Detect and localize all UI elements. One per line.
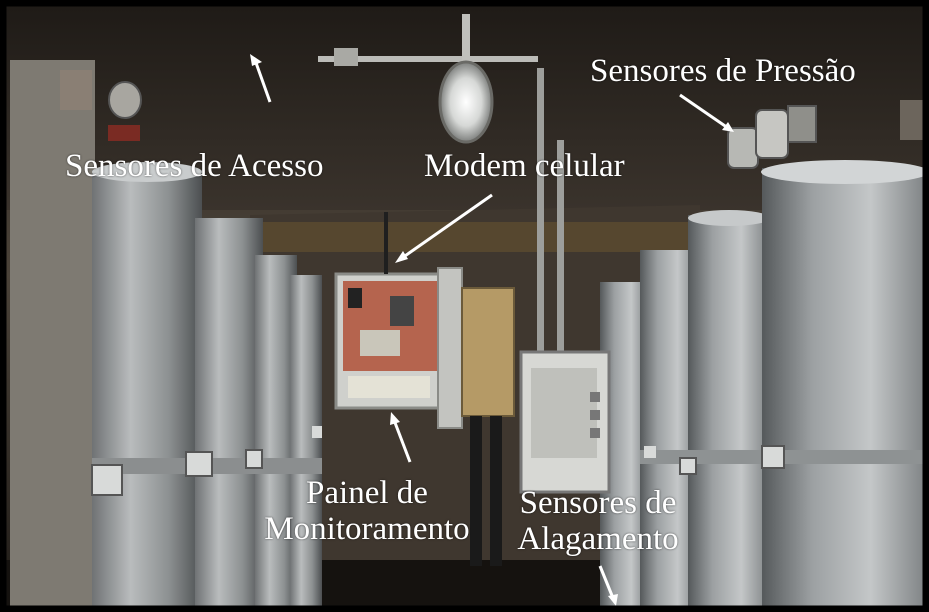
conduit-box xyxy=(334,48,358,66)
flood-sensor-switch-2 xyxy=(590,410,600,420)
left-cylinder-2 xyxy=(195,218,263,612)
pressure-sensor-2 xyxy=(755,109,789,159)
arrow-panel xyxy=(392,419,412,463)
monitoring-panel-component-2 xyxy=(390,296,414,326)
vertical-conduit-1 xyxy=(537,68,544,358)
left-cylinder-4 xyxy=(290,275,322,612)
right-clamp-3 xyxy=(644,446,656,458)
arrow-access-sensor-head xyxy=(250,54,262,66)
arrow-access-sensor xyxy=(253,59,272,103)
right-cylinder-mid-top xyxy=(688,210,770,226)
junction-box xyxy=(461,287,515,417)
monitoring-panel-component-3 xyxy=(360,330,400,356)
cable-2 xyxy=(490,416,502,566)
cable-tray xyxy=(250,222,700,252)
flood-sensors-label: Sensores de Alagamento xyxy=(508,485,688,557)
left-cylinder-1 xyxy=(92,170,202,612)
annotation-arrows xyxy=(250,54,734,606)
flood-sensor-switch-1 xyxy=(590,392,600,402)
monitoring-panel-label-line2: Monitoramento xyxy=(264,511,470,547)
arrow-modem xyxy=(401,193,493,260)
arrow-flood-sensor xyxy=(598,565,615,599)
left-clamp-3 xyxy=(245,449,263,469)
left-pipe xyxy=(60,70,92,110)
arrow-panel-head xyxy=(390,412,400,425)
right-clamp-2 xyxy=(679,457,697,475)
arrow-modem-head xyxy=(395,251,408,263)
left-clamp-2 xyxy=(185,451,213,477)
flood-sensors-label-line2: Alagamento xyxy=(517,521,679,557)
cable-1 xyxy=(470,416,482,566)
monitoring-panel-label: Painel de Monitoramento xyxy=(252,475,482,547)
modem-antenna xyxy=(384,212,388,274)
left-wall-column xyxy=(10,60,95,612)
right-clamp-1 xyxy=(761,445,785,469)
cell-modem-label: Modem celular xyxy=(424,148,625,184)
monitoring-panel-terminal-row xyxy=(348,376,430,398)
access-sensors-label: Sensores de Acesso xyxy=(65,148,324,184)
right-cylinder-front xyxy=(762,168,929,612)
lamp-stem xyxy=(462,14,470,64)
monitoring-panel-door xyxy=(437,267,463,429)
pressure-sensor-3 xyxy=(787,105,817,143)
right-cylinder-front-top xyxy=(761,160,929,184)
flood-sensors-label-line1: Sensores de xyxy=(519,485,677,521)
flood-sensor-switch-3 xyxy=(590,428,600,438)
left-clamp-4 xyxy=(312,426,322,438)
left-clamp-1 xyxy=(91,464,123,496)
ceiling-conduit xyxy=(318,56,538,62)
flood-sensor-window xyxy=(531,368,597,458)
arrow-pressure-sensor xyxy=(679,93,729,130)
access-sensor-bracket xyxy=(108,125,140,141)
lamp-globe xyxy=(438,60,494,144)
pressure-sensor-1 xyxy=(727,127,759,169)
left-cylinder-1-top xyxy=(92,162,202,182)
access-sensor-fitting xyxy=(108,81,142,119)
right-cylinder-mid xyxy=(688,215,770,612)
monitoring-panel-component-1 xyxy=(348,288,362,308)
arrow-flood-sensor-head xyxy=(608,594,618,606)
monitoring-panel-label-line1: Painel de xyxy=(306,475,428,511)
arrow-pressure-sensor-head xyxy=(722,122,734,132)
vertical-conduit-2 xyxy=(557,140,564,360)
pressure-sensors-label: Sensores de Pressão xyxy=(590,53,856,89)
